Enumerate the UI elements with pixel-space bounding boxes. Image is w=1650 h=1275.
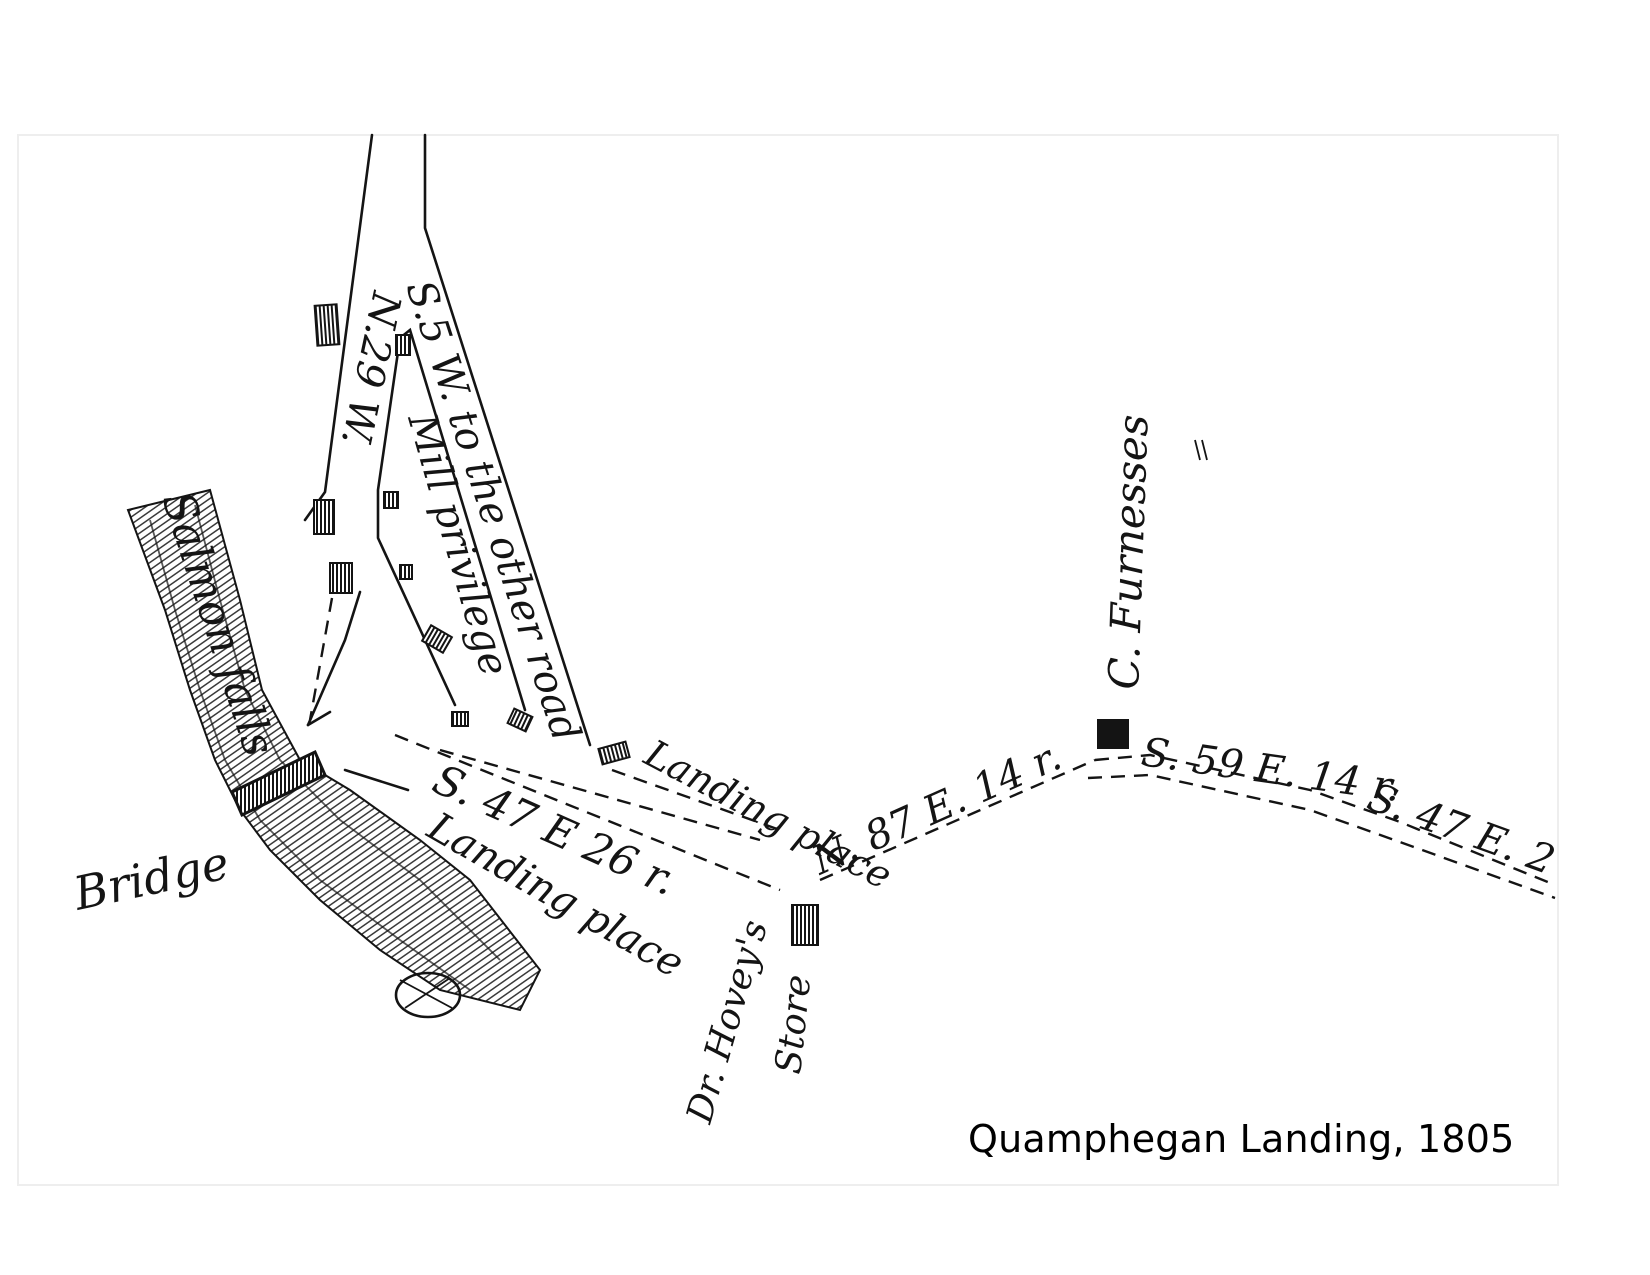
building-marker bbox=[399, 564, 413, 580]
buildings bbox=[313, 303, 1208, 946]
survey-lines bbox=[308, 597, 1556, 900]
falls-eddy bbox=[394, 971, 462, 1019]
building-marker bbox=[383, 491, 399, 509]
course-n87-e14-label: N. 87 E. 14 r. bbox=[804, 733, 1068, 884]
building-marker bbox=[420, 623, 454, 655]
building-marker bbox=[329, 562, 353, 594]
building-marker bbox=[313, 499, 335, 535]
dr-hoveys-label: Dr. Hovey's bbox=[679, 916, 776, 1129]
course-s47-e2-label: S. 47 E. 2 bbox=[1362, 774, 1561, 884]
road-wedge bbox=[303, 133, 592, 747]
road-course-label-2: N.29 W. bbox=[332, 287, 410, 450]
map-caption: Quamphegan Landing, 1805 bbox=[968, 1117, 1515, 1161]
building-marker bbox=[313, 303, 341, 347]
c-furnesses-label: C. Furnesses bbox=[1099, 414, 1158, 691]
building-marker bbox=[395, 334, 411, 356]
bridge-label: Bridge bbox=[68, 835, 233, 921]
dr-hoveys-store-building bbox=[791, 904, 819, 946]
building-marker bbox=[597, 740, 631, 766]
bridge bbox=[230, 749, 327, 818]
store-label: Store bbox=[768, 973, 819, 1076]
c-furnesses-building bbox=[1097, 719, 1129, 749]
building-marker bbox=[506, 707, 534, 733]
salmon-falls-river bbox=[126, 488, 542, 1019]
building-marker bbox=[451, 711, 469, 727]
course-s59-e14-label: S. 59 E. 14 r. bbox=[1139, 729, 1404, 811]
paper-edge bbox=[17, 134, 1559, 1186]
